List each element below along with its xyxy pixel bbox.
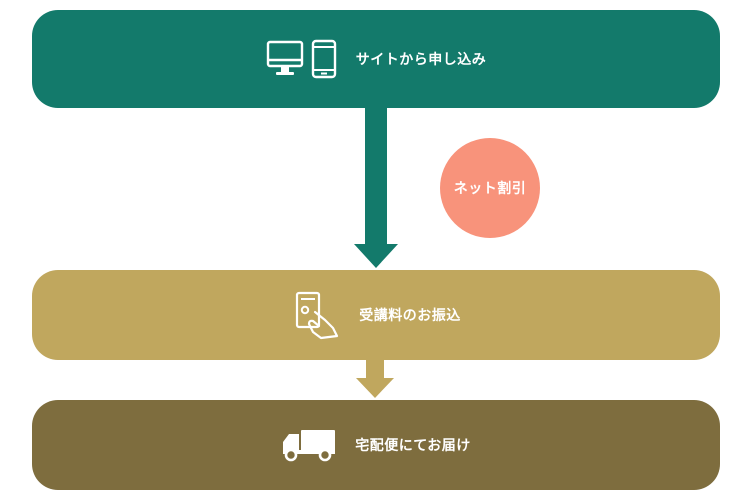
net-discount-badge: ネット割引 — [440, 138, 540, 238]
desktop-monitor-icon — [266, 40, 303, 75]
step-delivery-label: 宅配便にてお届け — [355, 438, 471, 454]
flow-arrow-down-icon — [354, 108, 398, 268]
step-payment-label: 受講料のお振込 — [359, 308, 461, 324]
smartphone-icon — [311, 39, 336, 79]
step-payment: 受講料のお振込 — [32, 270, 720, 360]
step-apply-online: サイトから申し込み — [32, 10, 720, 108]
delivery-truck-icon — [283, 430, 336, 462]
net-discount-badge-label: ネット割引 — [453, 181, 527, 197]
step-delivery: 宅配便にてお届け — [32, 400, 720, 490]
payment-card-hand-icon — [296, 291, 339, 340]
step-delivery-icons — [281, 428, 337, 462]
step-apply-online-icons — [266, 39, 338, 79]
flow-arrow-down-small-icon — [356, 360, 394, 398]
step-payment-icons — [291, 290, 341, 340]
step-apply-online-label: サイトから申し込み — [355, 52, 487, 68]
